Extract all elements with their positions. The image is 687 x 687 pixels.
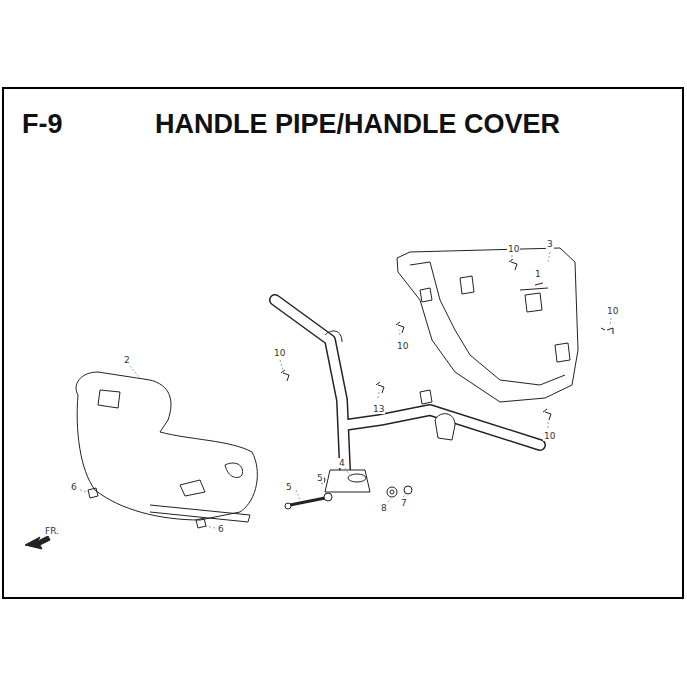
callout-number: 10 — [396, 341, 409, 351]
callout-number: 3 — [546, 239, 554, 249]
callout-number: 5 — [316, 473, 324, 483]
callout-number: 2 — [123, 355, 131, 365]
callout-number: 5 — [285, 482, 293, 492]
callout-number: 10 — [273, 348, 286, 358]
callout-number: 1 — [534, 269, 542, 279]
callout-number: 6 — [217, 524, 225, 534]
callout-number: 13 — [372, 404, 385, 414]
callout-number: 7 — [400, 498, 408, 508]
callout-number: 10 — [543, 431, 556, 441]
callout-number: 8 — [380, 503, 388, 513]
callout-number: 10 — [606, 306, 619, 316]
figure-number: F-9 — [22, 109, 63, 139]
callout-number: 10 — [507, 244, 520, 254]
callout-number: 4 — [338, 458, 346, 468]
diagram-title: HANDLE PIPE/HANDLE COVER — [155, 109, 560, 139]
callout-number: 6 — [70, 482, 78, 492]
direction-label: FR. — [44, 526, 60, 536]
